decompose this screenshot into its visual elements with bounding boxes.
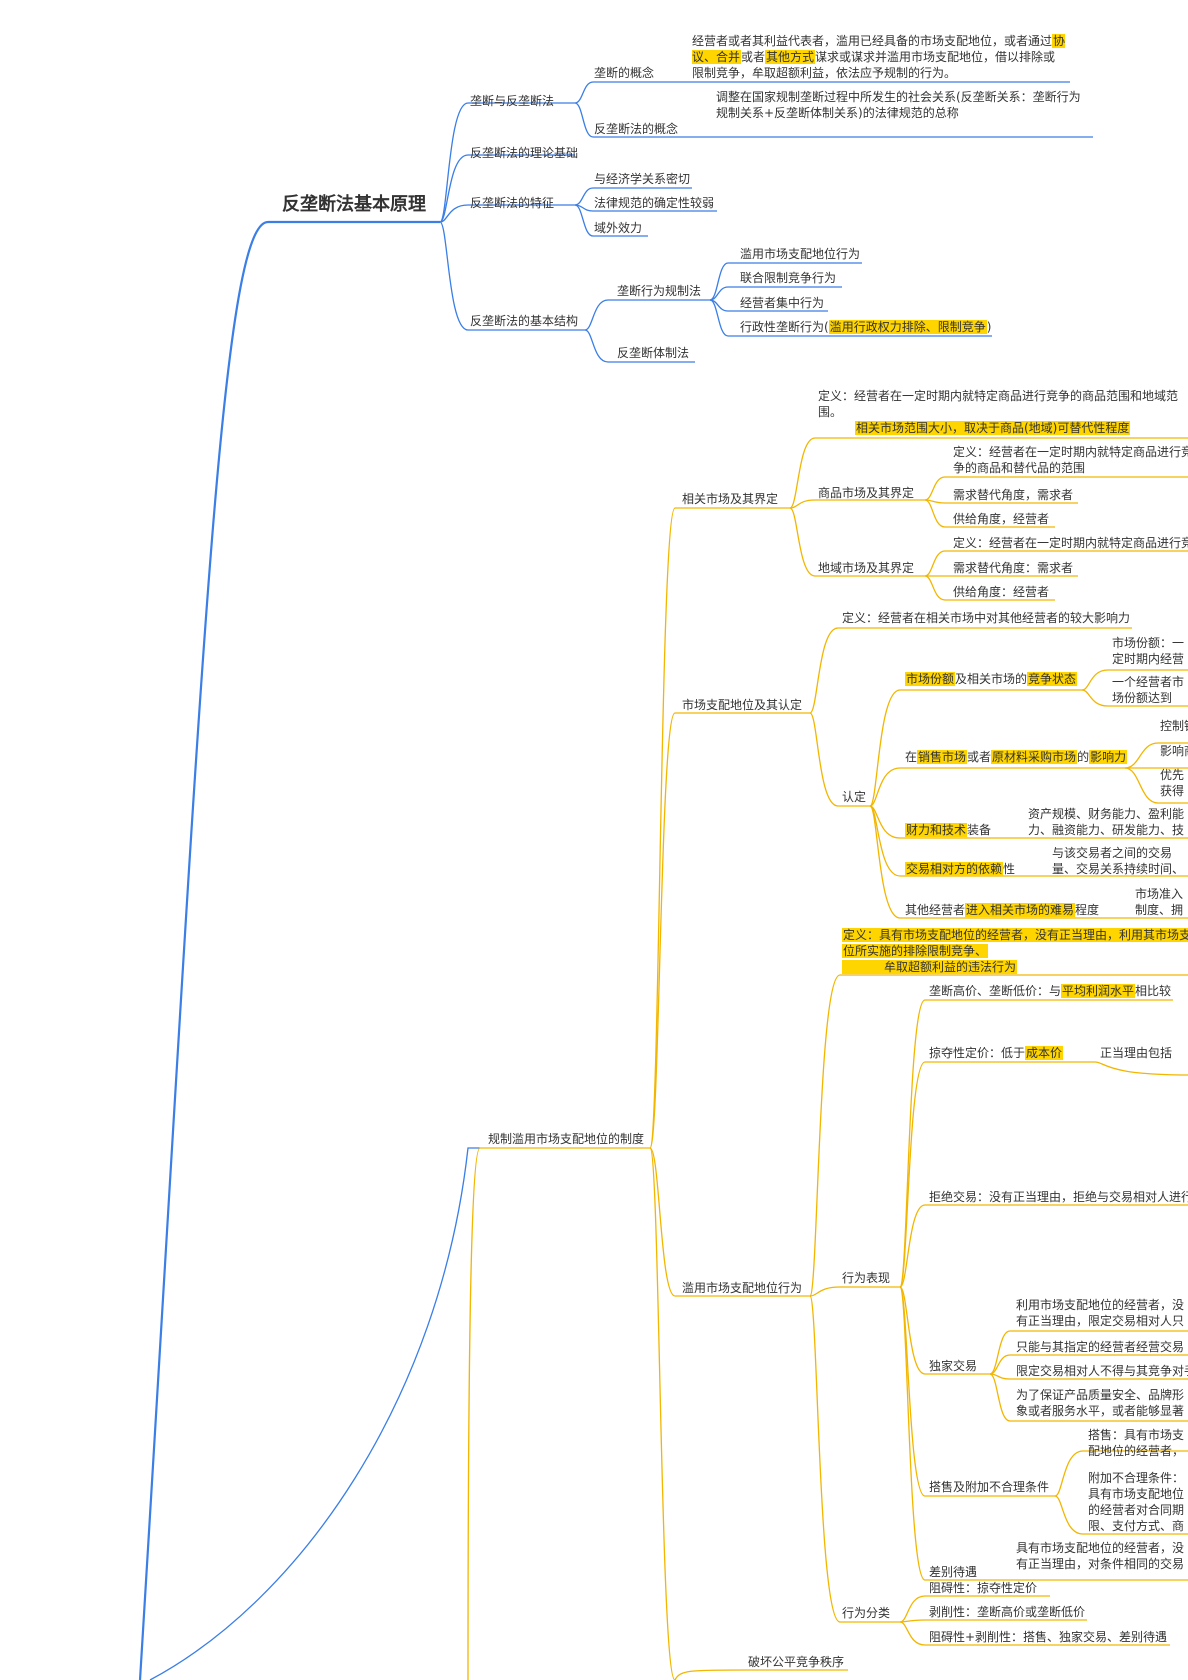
conduct-monopoly-pricing: 垄断高价、垄断低价：与平均利润水平相比较	[929, 984, 1172, 998]
influence-sales-channel: 控制销售渠道的能力	[1160, 719, 1188, 733]
conduct-refusal-to-deal: 拒绝交易：没有正当理由，拒绝与交易相对人进行交易	[929, 1190, 1188, 1204]
class-exploitative: 剥削性：垄断高价或垄断低价	[929, 1605, 1086, 1619]
market-share-threshold: 一个经营者市场份额达到1/2；两个经营者合计分别到达2/3	[1112, 675, 1185, 705]
node-abuse-conduct: 滥用市场支配地位行为	[682, 1281, 803, 1295]
node-system-law: 反垄断体制法	[617, 346, 690, 360]
conduct-concentration: 经营者集中行为	[740, 296, 825, 310]
abuse-definition-line1: 定义：具有市场支配地位的经营者，没有正当理由，利用其市场支配地	[842, 927, 1188, 943]
root-title: 反垄断法基本原理	[282, 194, 426, 215]
node-monopoly-and-antimonopoly-law: 垄断与反垄断法	[470, 94, 555, 108]
dominant-position-definition: 定义：经营者在相关市场中对其他经营者的较大影响力	[842, 611, 1131, 625]
market-share-detail: 市场份额：一定时期内经营者的特定商品在相关市场所占的比重	[1112, 636, 1185, 666]
discrimination-detail: 具有市场支配地位的经营者，没有正当理由，对条件相同的交易相对人设定不同的交易条件	[1016, 1541, 1185, 1571]
feature-economics: 与经济学关系密切	[594, 172, 691, 186]
influence-price: 影响商品价格的能力	[1160, 744, 1188, 758]
node-relevant-market: 相关市场及其界定	[682, 492, 779, 506]
unreasonable-conditions: 附加不合理条件：具有市场支配地位的经营者对合同期限、支付方式、商品的运输及交付方…	[1088, 1471, 1185, 1533]
exclusive-dealing-designated: 只能与其指定的经营者经营交易	[1016, 1340, 1185, 1354]
feature-certainty: 法律规范的确定性较弱	[594, 196, 715, 210]
exclusive-dealing-competitor: 限定交易相对人不得与其竞争对手进行交易	[1016, 1364, 1188, 1378]
conduct-joint-restriction: 联合限制竞争行为	[740, 271, 837, 285]
counterparty-dependence-detail: 与该交易者之间的交易量、交易关系持续时间、转向其他交易相对人的难易程度	[1052, 846, 1185, 876]
geographic-market-supply: 供给角度：经营者	[953, 585, 1050, 599]
product-market-supply: 供给角度，经营者	[953, 512, 1050, 526]
node-basic-structure: 反垄断法的基本结构	[470, 314, 579, 328]
node-geographic-market: 地域市场及其界定	[818, 561, 915, 575]
relevant-market-definition: 定义：经营者在一定时期内就特定商品进行竞争的商品范围和地域范围。	[818, 389, 1179, 419]
product-market-definition: 定义：经营者在一定时期内就特定商品进行竞争的商品和替代品的范围	[953, 445, 1188, 475]
class-obstructive: 阻碍性：掠夺性定价	[929, 1581, 1038, 1595]
node-product-market: 商品市场及其界定	[818, 486, 915, 500]
antimonopoly-law-concept-text: 调整在国家规制垄断过程中所发生的社会关系(反垄断关系：垄断行为规制关系+反垄断体…	[716, 90, 1081, 120]
harm-fair-competition: 破坏公平竞争秩序	[748, 1655, 845, 1669]
factor-counterparty-dependence: 交易相对方的依赖性	[905, 862, 1016, 876]
node-conduct-regulation-law: 垄断行为规制法	[617, 284, 702, 298]
conduct-exclusive-dealing: 独家交易	[929, 1359, 978, 1373]
conduct-administrative: 行政性垄断行为(滥用行政权力排除、限制竞争)	[740, 320, 992, 334]
feature-extraterritorial: 域外效力	[594, 221, 643, 235]
predatory-pricing-justification: 正当理由包括	[1100, 1046, 1173, 1060]
influence-raw-materials: 优先获得企业生产经营所必需的原材料的能力	[1160, 768, 1185, 798]
class-both: 阻碍性+剥削性：搭售、独家交易、差别待遇	[929, 1630, 1168, 1644]
market-entry-detail: 市场准入制度、拥有必要设施的情况、销售渠道、资金和技术要求以及成本等因素	[1135, 887, 1184, 917]
exclusive-dealing-justification: 为了保证产品质量安全、品牌形象或者服务水平，或者能够显著降低成本、提高效率并使消…	[1016, 1388, 1185, 1418]
node-abuse-dominance-system: 规制滥用市场支配地位的制度	[488, 1132, 645, 1146]
monopoly-concept-text: 经营者或者其利益代表者，滥用已经具备的市场支配地位，或者通过协议、合并或者其他方…	[692, 34, 1066, 80]
factor-market-entry: 其他经营者进入相关市场的难易程度	[905, 903, 1100, 917]
node-determination: 认定	[842, 790, 867, 804]
conduct-predatory-pricing: 掠夺性定价：低于成本价	[929, 1046, 1064, 1060]
node-manifestations: 行为表现	[842, 1271, 891, 1285]
node-monopoly-concept: 垄断的概念	[594, 66, 655, 80]
finance-technology-detail: 资产规模、财务能力、盈利能力、融资能力、研发能力、技术装备、技术创新和应用能力、…	[1028, 807, 1185, 837]
abuse-definition-line3: 牟取超额利益的违法行为	[842, 959, 1018, 975]
geographic-market-demand: 需求替代角度：需求者	[953, 561, 1074, 575]
conduct-discrimination: 差别待遇	[929, 1565, 978, 1579]
geographic-market-definition: 定义：经营者在一定时期内就特定商品进行竞争的地域范围	[953, 536, 1188, 550]
node-antimonopoly-law-concept: 反垄断法的概念	[594, 122, 679, 136]
node-theoretical-basis: 反垄断法的理论基础	[470, 146, 579, 160]
tying-definition: 搭售：具有市场支配地位的经营者，没有正当理由，利用其市场支配地位，搭配销售商品的…	[1088, 1428, 1185, 1458]
conduct-abuse-dominance: 滥用市场支配地位行为	[740, 247, 861, 261]
factor-finance-technology: 财力和技术装备	[905, 823, 992, 837]
factor-market-influence: 在销售市场或者原材料采购市场的影响力	[905, 750, 1128, 764]
product-market-demand: 需求替代角度，需求者	[953, 488, 1074, 502]
node-law-features: 反垄断法的特征	[470, 196, 555, 210]
exclusive-dealing-definition: 利用市场支配地位的经营者，没有正当理由，限定交易相对人只能与其进行交易	[1016, 1298, 1185, 1328]
node-classification: 行为分类	[842, 1606, 891, 1620]
relevant-market-highlight: 相关市场范围大小，取决于商品(地域)可替代性程度	[855, 421, 1131, 435]
node-dominant-position: 市场支配地位及其认定	[682, 698, 803, 712]
factor-market-share: 市场份额及相关市场的竞争状态	[905, 672, 1078, 686]
abuse-definition-line2: 位所实施的排除限制竞争、	[842, 944, 989, 958]
conduct-tying: 搭售及附加不合理条件	[929, 1480, 1050, 1494]
